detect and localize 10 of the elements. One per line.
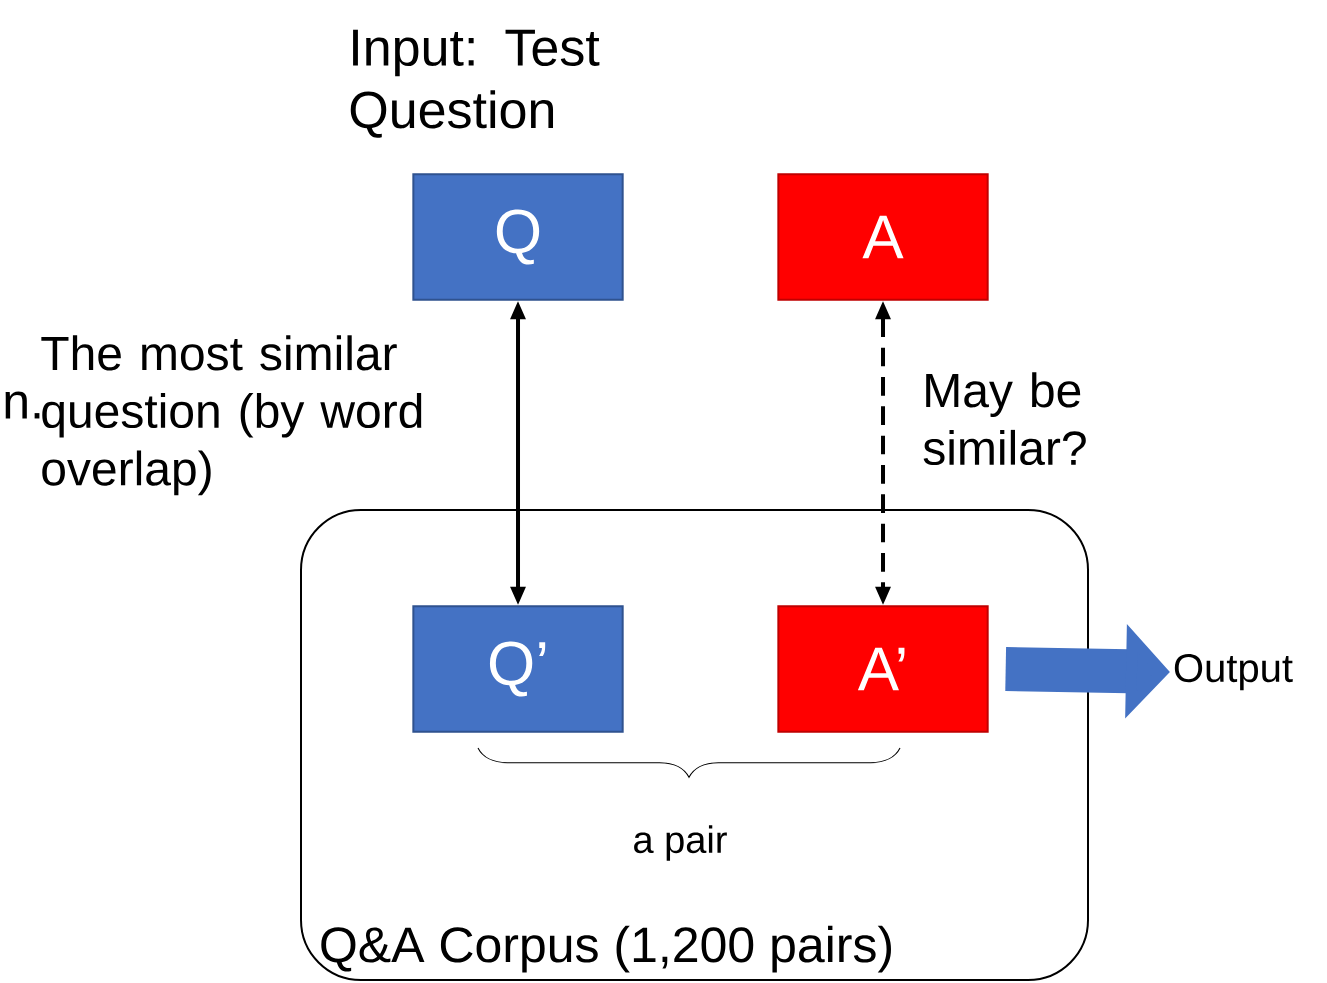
input-caption: Input: Test Question bbox=[350, 29, 600, 138]
edge-label: The most similar question (by word overlap) bbox=[41, 335, 422, 496]
brace-label: a pair bbox=[634, 825, 727, 861]
cut-off-text: n. bbox=[5, 391, 40, 419]
text-box: Q bbox=[412, 173, 624, 301]
output-text: Output bbox=[1174, 653, 1293, 691]
text-box: A’ bbox=[777, 605, 989, 733]
text-box: A bbox=[777, 173, 989, 301]
text-box: Q’ bbox=[412, 605, 624, 733]
edge-label: May be similar? bbox=[923, 372, 1086, 466]
